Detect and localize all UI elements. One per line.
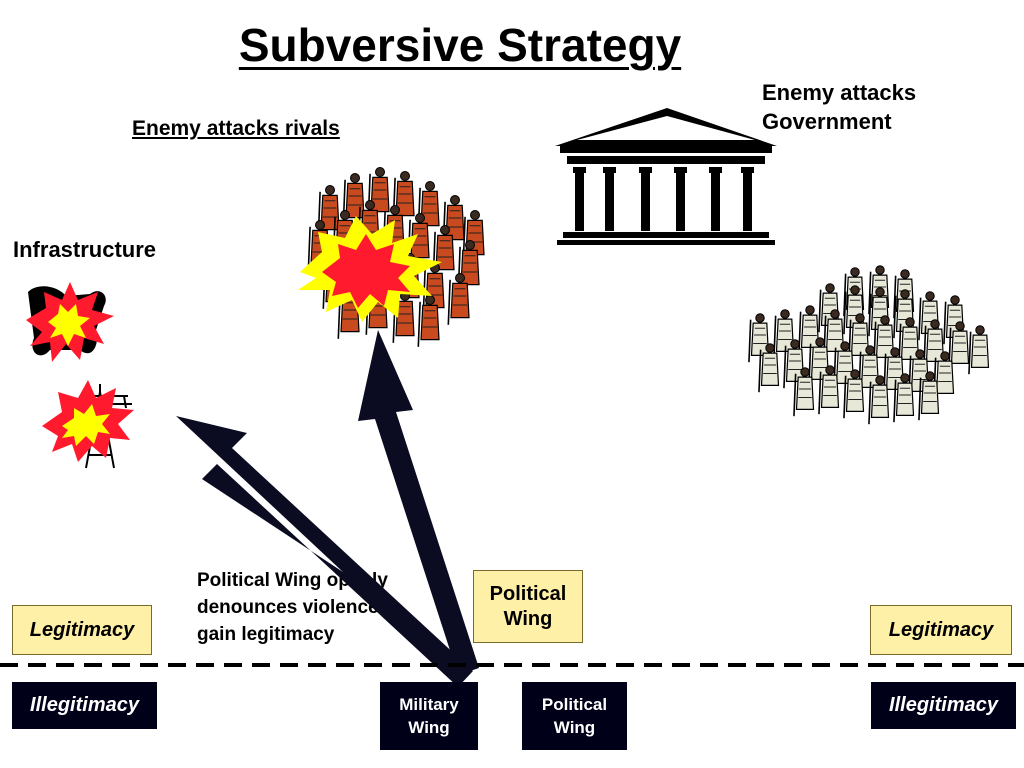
explosion-icon (42, 380, 134, 462)
government-building-icon (555, 108, 777, 245)
infrastructure-label: Infrastructure (13, 237, 157, 262)
enemy-attacks-rivals-label: Enemy attacks rivals (132, 117, 340, 140)
arrow-to-infrastructure (176, 416, 473, 687)
explosion-icon (298, 216, 442, 322)
illegitimacy-box-left: Illegitimacy (12, 682, 157, 729)
car-bomb-icon (26, 282, 114, 362)
legitimacy-box-right: Legitimacy (870, 605, 1012, 655)
illegitimacy-box-right: Illegitimacy (871, 682, 1016, 729)
enemy-attacks-government-label: Enemy attacks Government (762, 80, 917, 134)
political-wing-box-upper: Political Wing (473, 570, 583, 643)
slide-title: Subversive Strategy (238, 19, 682, 71)
political-wing-box-lower: Political Wing (522, 682, 627, 750)
arrow-to-rivals (358, 330, 479, 675)
legitimacy-box-left: Legitimacy (12, 605, 152, 655)
military-wing-box: Military Wing (380, 682, 478, 750)
citizen-crowd-icon (748, 265, 990, 425)
